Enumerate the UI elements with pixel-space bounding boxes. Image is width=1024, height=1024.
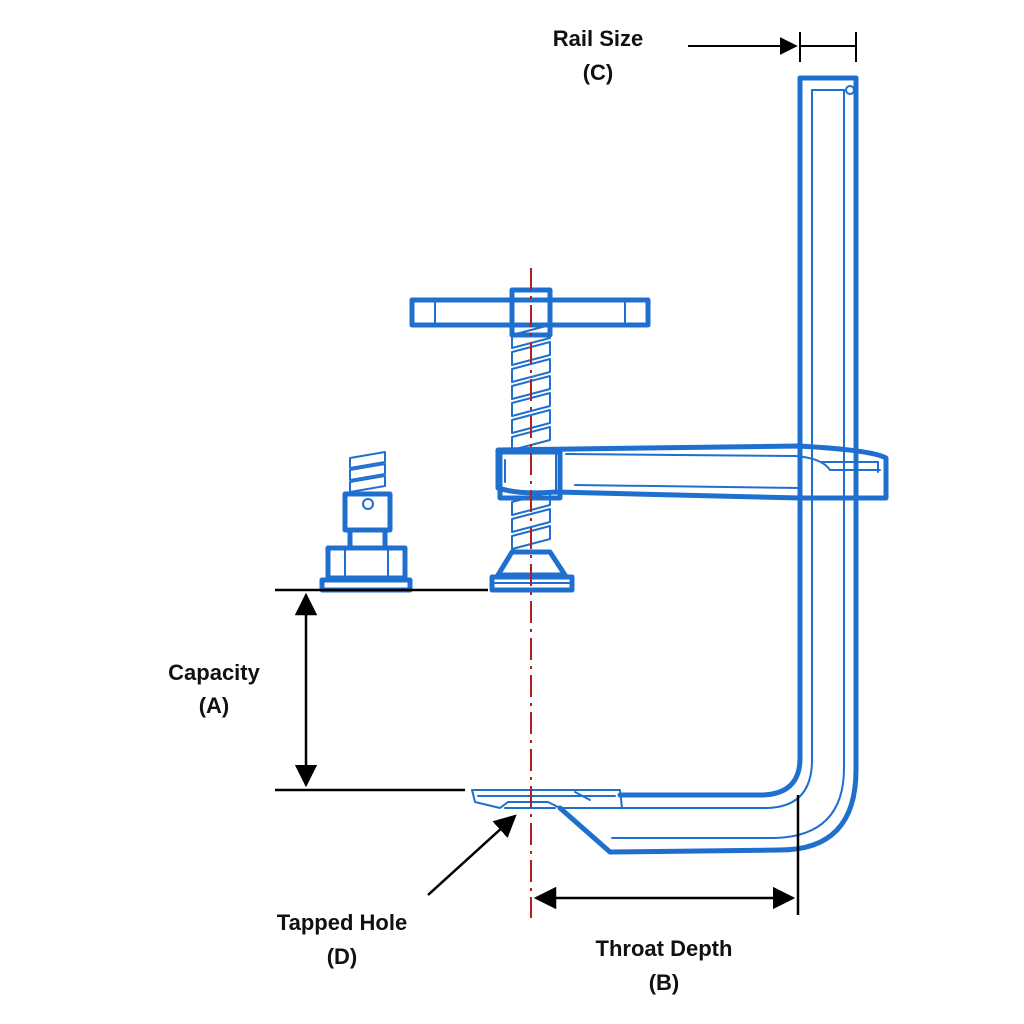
capacity-dimension [275, 588, 488, 792]
throat-depth-label: Throat Depth [596, 936, 733, 961]
fixed-jaw [471, 789, 623, 855]
tapped-hole-code: (D) [327, 944, 358, 969]
sliding-arm [495, 443, 889, 501]
throat-depth-code: (B) [649, 970, 680, 995]
tapped-hole-leader [427, 814, 517, 896]
capacity-label: Capacity [168, 660, 260, 685]
tapped-hole-label: Tapped Hole [277, 910, 407, 935]
rail-size-code: (C) [583, 60, 614, 85]
capacity-code: (A) [199, 693, 230, 718]
throat-depth-dimension [533, 795, 800, 915]
rail-size-label: Rail Size [553, 26, 643, 51]
rail-size-dimension [688, 32, 857, 62]
clamp-rail [607, 75, 859, 855]
t-handle [409, 287, 651, 338]
screw-spindle [489, 324, 575, 593]
spare-swivel-pad [319, 451, 413, 593]
